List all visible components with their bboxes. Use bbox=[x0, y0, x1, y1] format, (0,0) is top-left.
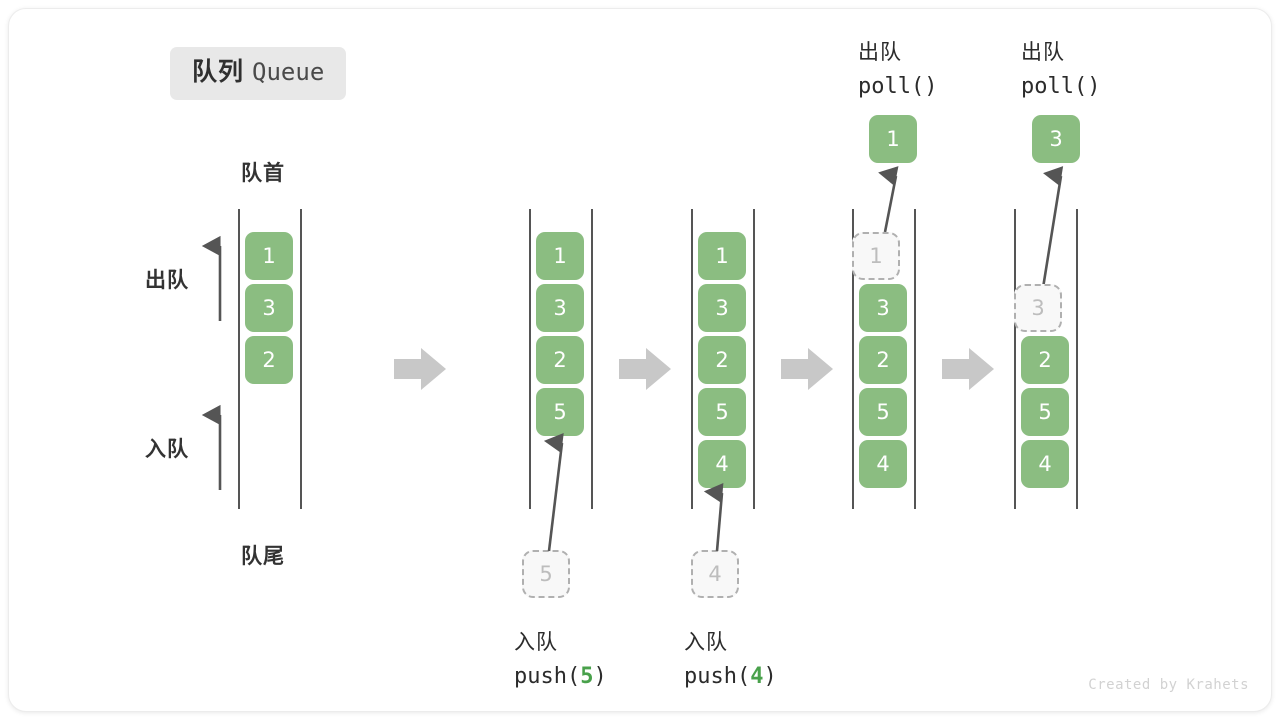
pending-enqueue-cell: 4 bbox=[691, 550, 739, 598]
title-cn: 队列 bbox=[192, 58, 245, 86]
queue-rail-4 bbox=[852, 209, 916, 509]
title-en: Queue bbox=[252, 58, 325, 86]
polled-result-cell: 3 bbox=[1032, 115, 1080, 163]
label-rear: 队尾 bbox=[241, 545, 285, 568]
op-label-push-5: 入队 push(5) bbox=[514, 629, 607, 691]
op-arg: 5 bbox=[580, 663, 594, 689]
op-arg: 4 bbox=[750, 663, 764, 689]
op-label-cn: 入队 bbox=[684, 631, 728, 654]
dequeue-motion-arrow bbox=[878, 166, 899, 233]
dequeue-motion-arrow bbox=[1041, 166, 1064, 289]
op-label-push-4: 入队 push(4) bbox=[684, 629, 777, 691]
op-label-poll-3: 出队 poll() bbox=[1021, 39, 1100, 101]
step-arrow-icon bbox=[619, 348, 671, 390]
queue-cell: 2 bbox=[698, 336, 746, 384]
op-label-code: poll() bbox=[858, 73, 938, 99]
step-arrow-icon bbox=[781, 348, 833, 390]
dequeue-direction-arrow bbox=[201, 235, 222, 321]
queue-cell: 5 bbox=[698, 388, 746, 436]
queue-cell: 1 bbox=[698, 232, 746, 280]
label-front: 队首 bbox=[241, 162, 285, 185]
queue-cell: 1 bbox=[536, 232, 584, 280]
queue-rail-2 bbox=[529, 209, 593, 509]
enqueue-motion-arrow bbox=[703, 482, 724, 552]
op-label-poll-1: 出队 poll() bbox=[858, 39, 937, 101]
queue-cell: 2 bbox=[245, 336, 293, 384]
queue-cell: 3 bbox=[859, 284, 907, 332]
queue-cell: 3 bbox=[245, 284, 293, 332]
step-arrow-icon bbox=[942, 348, 994, 390]
queue-rail-3 bbox=[691, 209, 755, 509]
queue-cell: 2 bbox=[859, 336, 907, 384]
enqueue-direction-arrow bbox=[201, 404, 222, 490]
queue-cell: 5 bbox=[859, 388, 907, 436]
queue-cell: 1 bbox=[245, 232, 293, 280]
op-label-cn: 出队 bbox=[858, 41, 902, 64]
queue-cell: 4 bbox=[859, 440, 907, 488]
queue-cell: 5 bbox=[1021, 388, 1069, 436]
queue-cell: 5 bbox=[536, 388, 584, 436]
credit-text: Created by Krahets bbox=[1088, 677, 1249, 693]
queue-rail-1 bbox=[238, 209, 302, 509]
polled-result-cell: 1 bbox=[869, 115, 917, 163]
queue-cell: 2 bbox=[1021, 336, 1069, 384]
removed-cell: 1 bbox=[852, 232, 900, 280]
queue-cell: 2 bbox=[536, 336, 584, 384]
op-label-cn: 出队 bbox=[1021, 41, 1065, 64]
queue-rail-5 bbox=[1014, 209, 1078, 509]
enqueue-motion-arrow bbox=[543, 432, 564, 552]
label-enqueue-side: 入队 bbox=[145, 438, 189, 461]
op-label-cn: 入队 bbox=[514, 631, 558, 654]
op-label-code: push(4) bbox=[684, 663, 777, 689]
queue-cell: 3 bbox=[536, 284, 584, 332]
op-label-code: poll() bbox=[1021, 73, 1101, 99]
removed-cell: 3 bbox=[1014, 284, 1062, 332]
queue-cell: 3 bbox=[698, 284, 746, 332]
step-arrow-icon bbox=[394, 348, 446, 390]
op-label-code: push(5) bbox=[514, 663, 607, 689]
queue-cell: 4 bbox=[1021, 440, 1069, 488]
label-dequeue-side: 出队 bbox=[145, 269, 189, 292]
queue-cell: 4 bbox=[698, 440, 746, 488]
pending-enqueue-cell: 5 bbox=[522, 550, 570, 598]
